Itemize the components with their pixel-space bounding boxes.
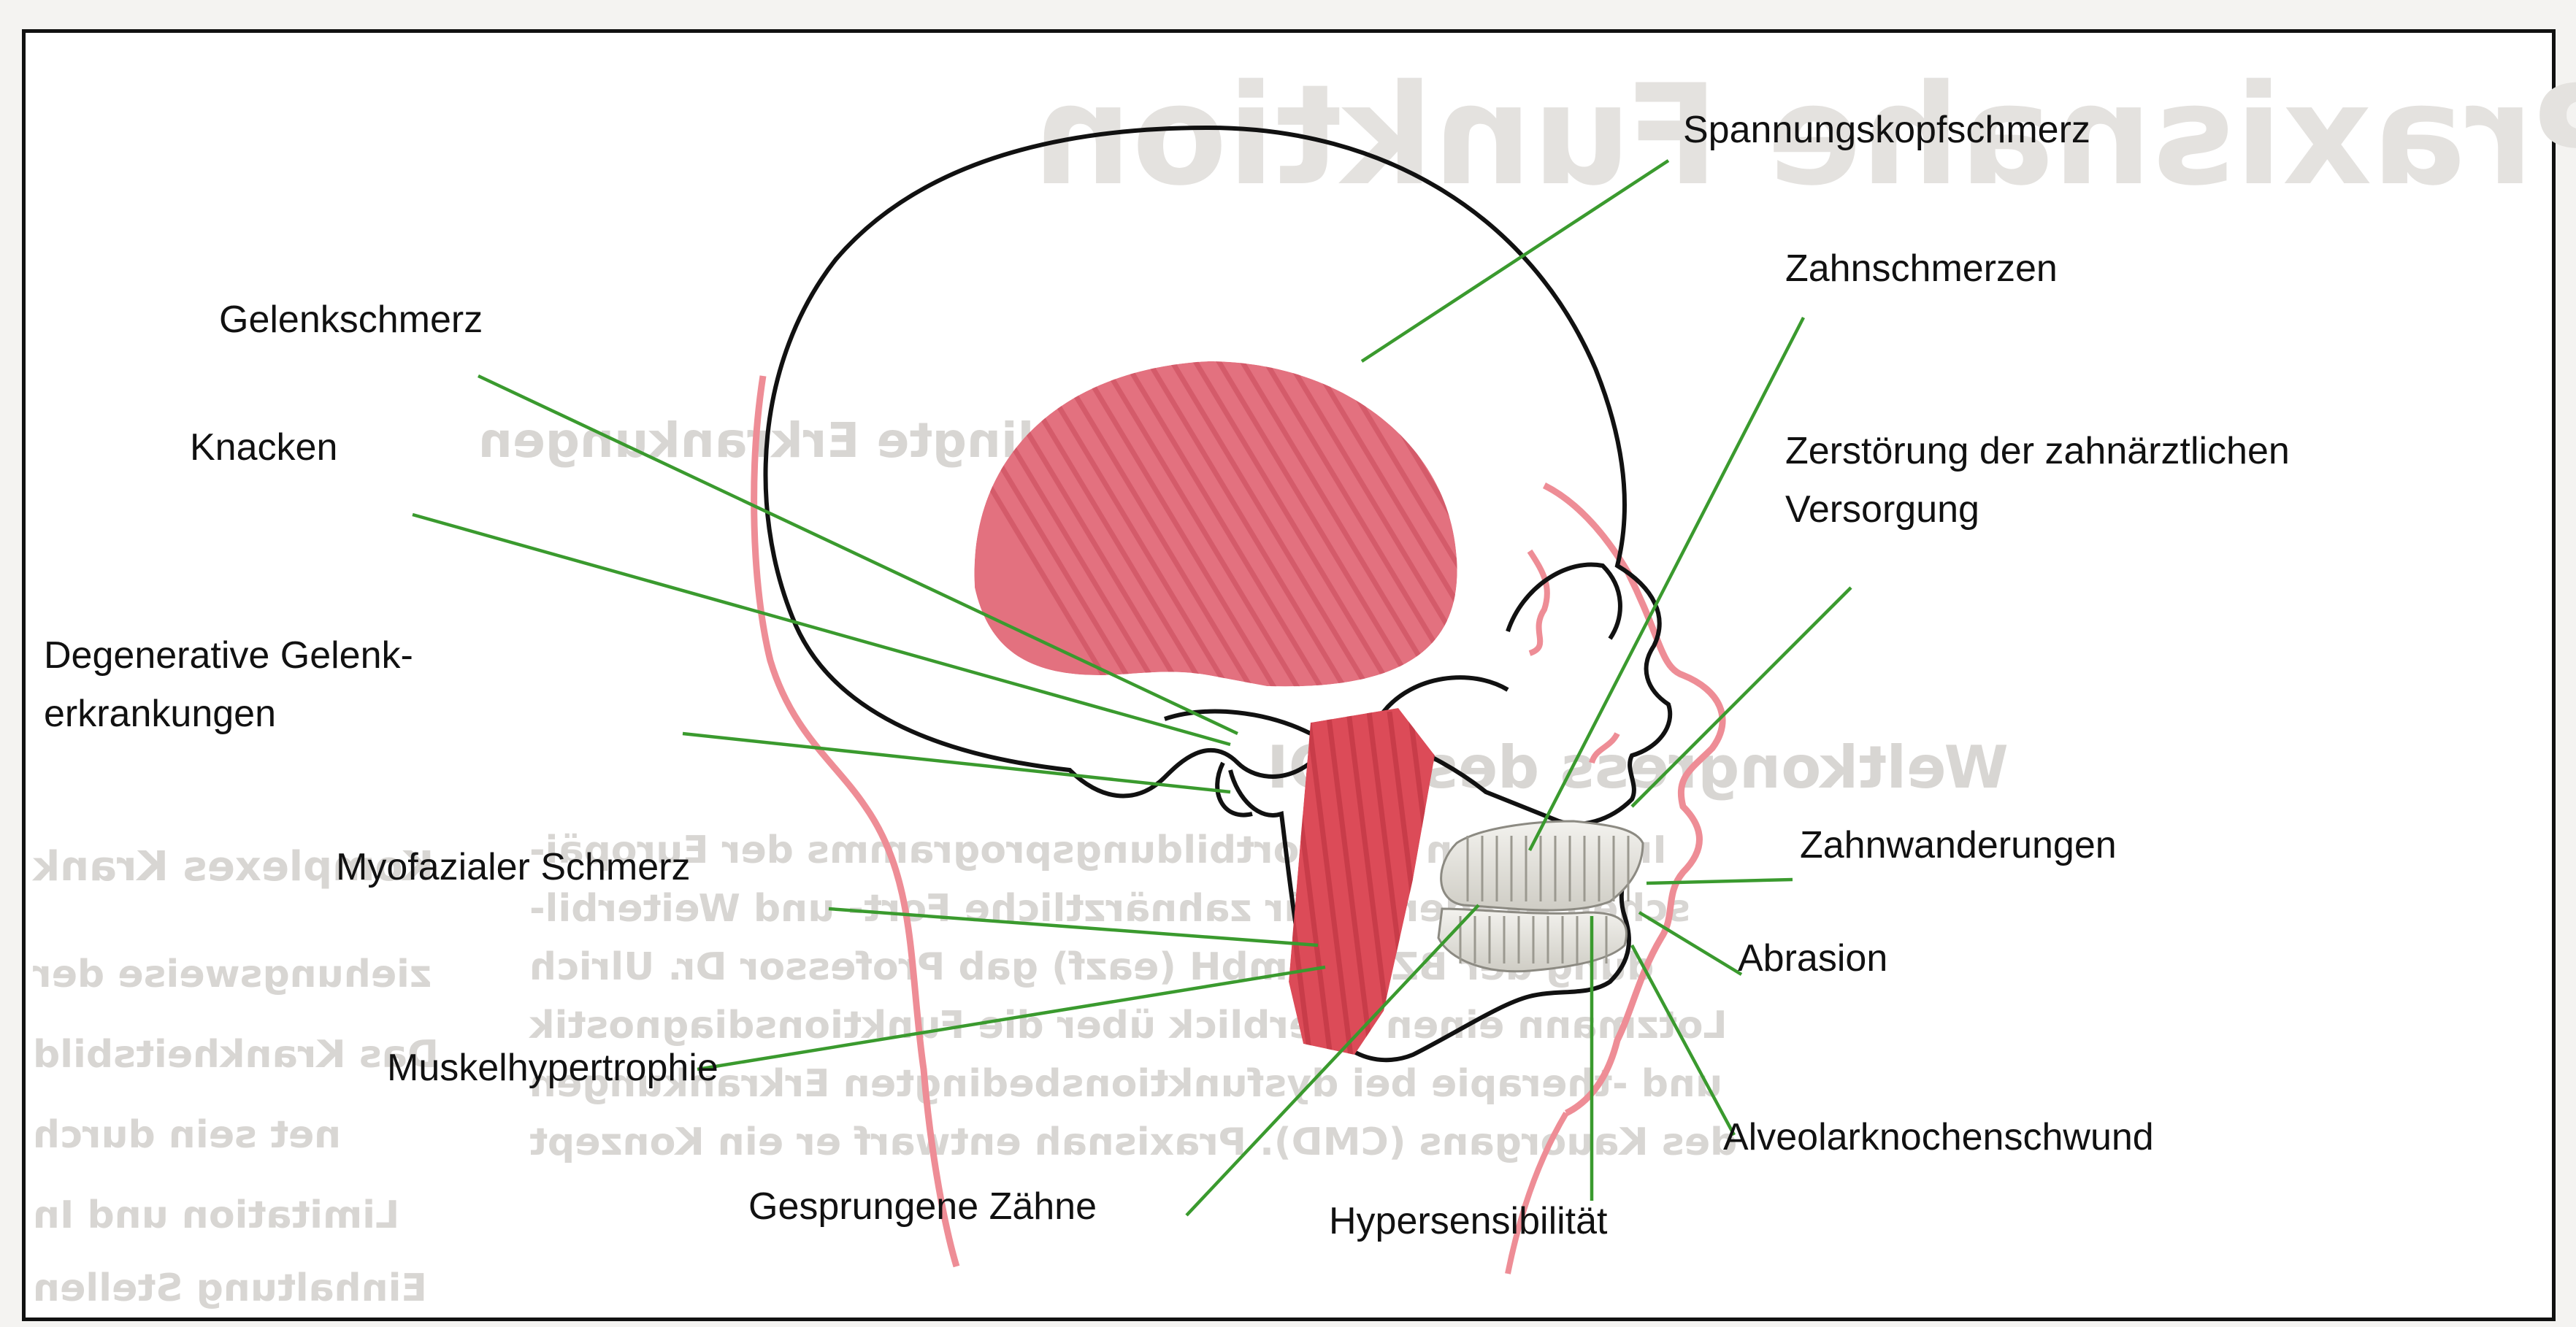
figure-frame: Praxisnahe Funktion Funktionsbedingte Er… bbox=[22, 29, 2556, 1321]
skin-outline-neck bbox=[1508, 1113, 1566, 1274]
label-muskelhypertrophie: Muskelhypertrophie bbox=[387, 1044, 718, 1092]
orbit bbox=[1508, 564, 1620, 639]
skin-outline-back bbox=[754, 376, 957, 1266]
label-zerstoerung-line1: Zerstörung der zahnärztlichen bbox=[1785, 427, 2290, 475]
skin-outline-face bbox=[1530, 551, 1547, 653]
label-alveolarknochenschwund: Alveolarknochenschwund bbox=[1723, 1113, 2154, 1161]
label-gelenkschmerz: Gelenkschmerz bbox=[219, 296, 483, 344]
temporalis-striation bbox=[1463, 339, 1682, 704]
leader-line-alveolarknochenschwund bbox=[1632, 945, 1734, 1135]
leader-line-myofazialer-schmerz bbox=[829, 909, 1318, 945]
teeth bbox=[1438, 821, 1643, 972]
label-knacken: Knacken bbox=[190, 423, 337, 472]
label-zerstoerung-line2: Versorgung bbox=[1785, 485, 1979, 534]
leader-line-zahnwanderungen bbox=[1647, 880, 1793, 883]
label-gesprungene-zaehne: Gesprungene Zähne bbox=[748, 1182, 1097, 1231]
label-spannungskopfschmerz: Spannungskopfschmerz bbox=[1683, 106, 2090, 154]
leader-line-degenerative bbox=[683, 734, 1230, 792]
leader-line-muskelhypertrophie bbox=[697, 967, 1325, 1069]
label-myofazialer-schmerz: Myofazialer Schmerz bbox=[336, 843, 690, 891]
temporalis-muscle bbox=[902, 339, 1705, 704]
skin-outline-cheek bbox=[1592, 734, 1617, 763]
label-hypersensibilitaet: Hypersensibilität bbox=[1329, 1197, 1608, 1245]
leader-line-zerstoerung bbox=[1632, 588, 1851, 807]
label-zahnwanderungen: Zahnwanderungen bbox=[1800, 821, 2117, 869]
label-degenerative-line2: erkrankungen bbox=[44, 690, 276, 738]
label-zahnschmerzen: Zahnschmerzen bbox=[1785, 245, 2058, 293]
leader-line-spannungskopfschmerz bbox=[1362, 161, 1668, 361]
label-abrasion: Abrasion bbox=[1738, 934, 1887, 982]
label-degenerative-line1: Degenerative Gelenk- bbox=[44, 631, 413, 680]
